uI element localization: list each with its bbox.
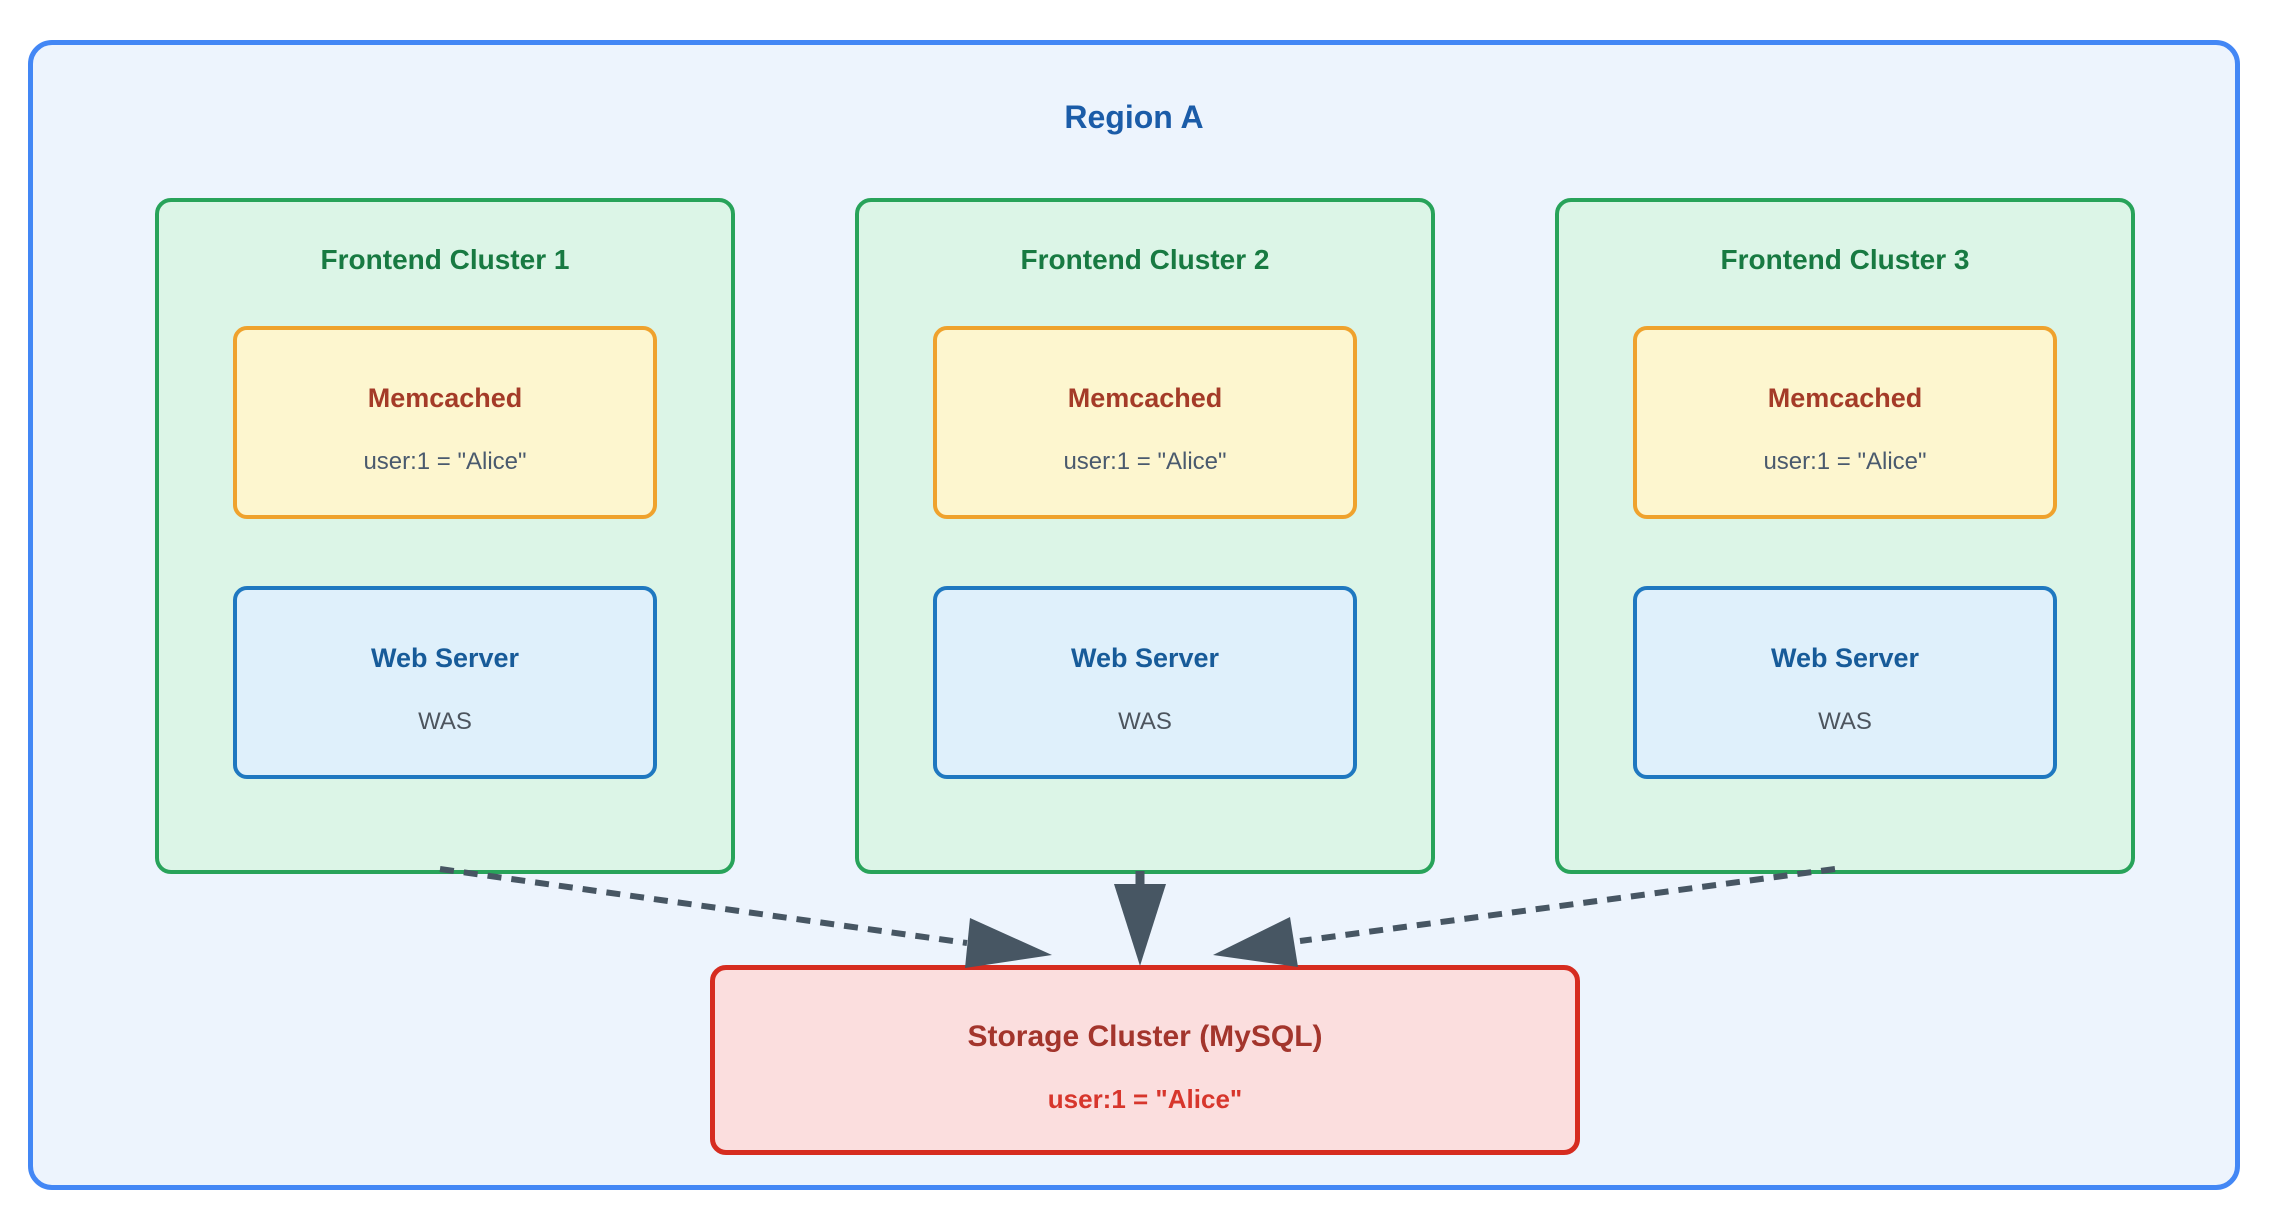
webserver-node-3: Web Server WAS bbox=[1633, 586, 2057, 779]
memcached-node-3: Memcached user:1 = "Alice" bbox=[1633, 326, 2057, 519]
frontend-cluster-2: Frontend Cluster 2 Memcached user:1 = "A… bbox=[855, 198, 1435, 874]
memcached-node-1: Memcached user:1 = "Alice" bbox=[233, 326, 657, 519]
memcached-node-1-title: Memcached bbox=[367, 383, 523, 413]
memcached-node-2: Memcached user:1 = "Alice" bbox=[933, 326, 1357, 519]
webserver-node-2-title: Web Server bbox=[1070, 643, 1220, 673]
frontend-cluster-1: Frontend Cluster 1 Memcached user:1 = "A… bbox=[155, 198, 735, 874]
webserver-node-1-title: Web Server bbox=[370, 643, 520, 673]
memcached-node-2-title: Memcached bbox=[1067, 383, 1223, 413]
webserver-node-2: Web Server WAS bbox=[933, 586, 1357, 779]
memcached-node-3-title: Memcached bbox=[1767, 383, 1923, 413]
webserver-node-1-value: WAS bbox=[418, 708, 472, 735]
memcached-node-3-value: user:1 = "Alice" bbox=[1763, 448, 1927, 475]
frontend-cluster-2-title: Frontend Cluster 2 bbox=[1020, 244, 1270, 275]
webserver-node-3-value: WAS bbox=[1818, 708, 1872, 735]
memcached-node-1-value: user:1 = "Alice" bbox=[363, 448, 527, 475]
frontend-cluster-3-title: Frontend Cluster 3 bbox=[1720, 244, 1970, 275]
region-title: Region A bbox=[1064, 99, 1204, 135]
region-a-container: Region A Frontend Cluster 1 Memcached us… bbox=[28, 40, 2240, 1190]
webserver-node-3-title: Web Server bbox=[1770, 643, 1920, 673]
storage-cluster-title: Storage Cluster (MySQL) bbox=[967, 1020, 1323, 1053]
memcached-node-2-value: user:1 = "Alice" bbox=[1063, 448, 1227, 475]
storage-cluster: Storage Cluster (MySQL) user:1 = "Alice" bbox=[710, 965, 1580, 1155]
frontend-cluster-1-title: Frontend Cluster 1 bbox=[320, 244, 570, 275]
webserver-node-1: Web Server WAS bbox=[233, 586, 657, 779]
storage-cluster-value: user:1 = "Alice" bbox=[1047, 1084, 1243, 1114]
webserver-node-2-value: WAS bbox=[1118, 708, 1172, 735]
frontend-cluster-3: Frontend Cluster 3 Memcached user:1 = "A… bbox=[1555, 198, 2135, 874]
